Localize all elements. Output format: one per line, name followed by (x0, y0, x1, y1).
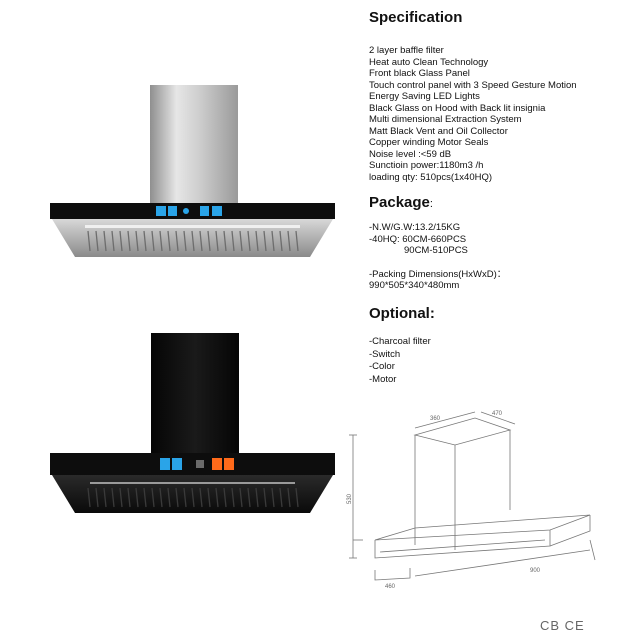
package-hq-line2: 90CM-510PCS (404, 245, 468, 256)
spec-item: Matt Black Vent and Oil Collector (369, 125, 508, 137)
optional-item: -Color (369, 361, 395, 372)
package-dims-value: 990*505*340*480mm (369, 280, 460, 291)
spec-item: 2 layer baffle filter (369, 45, 444, 56)
spec-item: Touch control panel with 3 Speed Gesture… (369, 79, 577, 91)
package-weight: -N.W/G.W:13.2/15KG (369, 222, 461, 233)
dim-height-label: 530 (347, 493, 353, 504)
dim-width-label: 900 (530, 568, 541, 574)
dim-top-left-label: 360 (430, 416, 441, 422)
certification-marks: CB CE (540, 618, 585, 633)
package-title: Package (369, 194, 430, 211)
dim-top-right-label: 470 (492, 411, 503, 417)
display-right-icon (212, 206, 222, 216)
spec-item: Energy Saving LED Lights (369, 91, 480, 102)
dimension-drawing: 360 470 530 460 900 (345, 400, 615, 595)
display-blue-icon (160, 458, 170, 470)
specification-list: 2 layer baffle filter Heat auto Clean Te… (369, 45, 629, 183)
center-button-icon (183, 208, 189, 214)
specification-heading: Specification (369, 9, 463, 26)
optional-heading: Optional: (369, 305, 435, 322)
display-orange-icon (212, 458, 222, 470)
package-hq-line1: -40HQ: 60CM-660PCS (369, 233, 467, 245)
optional-item: -Motor (369, 373, 397, 385)
package-heading: Package: (369, 194, 433, 211)
package-title-colon: : (429, 198, 433, 210)
optional-list: -Charcoal filter -Switch -Color -Motor (369, 336, 431, 386)
optional-title: Optional (369, 305, 430, 322)
display-left-icon (156, 206, 166, 216)
stainless-hood-image (40, 75, 340, 275)
spec-item: loading qty: 510pcs(1x40HQ) (369, 171, 493, 183)
spec-item: Multi dimensional Extraction System (369, 114, 522, 125)
spec-item: Copper winding Motor Seals (369, 137, 489, 148)
spec-item: Heat auto Clean Technology (369, 56, 489, 68)
optional-item: -Switch (369, 348, 401, 360)
package-list: -N.W/G.W:13.2/15KG -40HQ: 60CM-660PCS 90… (369, 222, 506, 292)
spec-item: Noise level :<59 dB (369, 148, 452, 160)
package-dims-label: -Packing Dimensions(HxWxD)： (369, 268, 507, 280)
optional-title-colon: : (429, 305, 435, 322)
dim-depth-label: 460 (385, 584, 396, 590)
spec-item: Sunctioin power:1180m3 /h (369, 160, 484, 171)
spec-item: Front black Glass Panel (369, 68, 470, 79)
optional-item: -Charcoal filter (369, 336, 431, 347)
black-hood-image (40, 325, 340, 525)
spec-item: Black Glass on Hood with Back lit insign… (369, 102, 546, 114)
